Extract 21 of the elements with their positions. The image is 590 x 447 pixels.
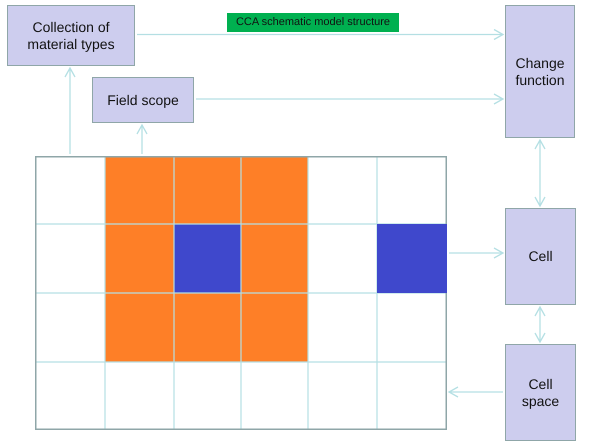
concept-box	[92, 77, 194, 123]
arrow	[136, 124, 148, 154]
concept-box	[505, 5, 575, 138]
arrow	[196, 93, 504, 105]
double-arrow	[534, 306, 546, 343]
concept-label: Change function	[514, 54, 566, 88]
arrow	[448, 386, 503, 398]
concept-label: Collection of material types	[26, 18, 116, 52]
arrow	[449, 247, 504, 259]
cell-grid	[35, 156, 447, 430]
concept-label: Field scope	[107, 92, 179, 108]
title-banner: CCA schematic model structure	[227, 13, 399, 32]
concept-box	[505, 344, 576, 441]
arrow	[64, 67, 76, 154]
arrow	[137, 28, 504, 40]
highlighted-cell	[377, 224, 447, 293]
concept-box	[505, 208, 576, 305]
double-arrow	[534, 139, 546, 207]
concept-box	[7, 5, 135, 66]
concept-label: Cell space	[520, 376, 560, 410]
concept-label: Cell	[528, 248, 553, 265]
